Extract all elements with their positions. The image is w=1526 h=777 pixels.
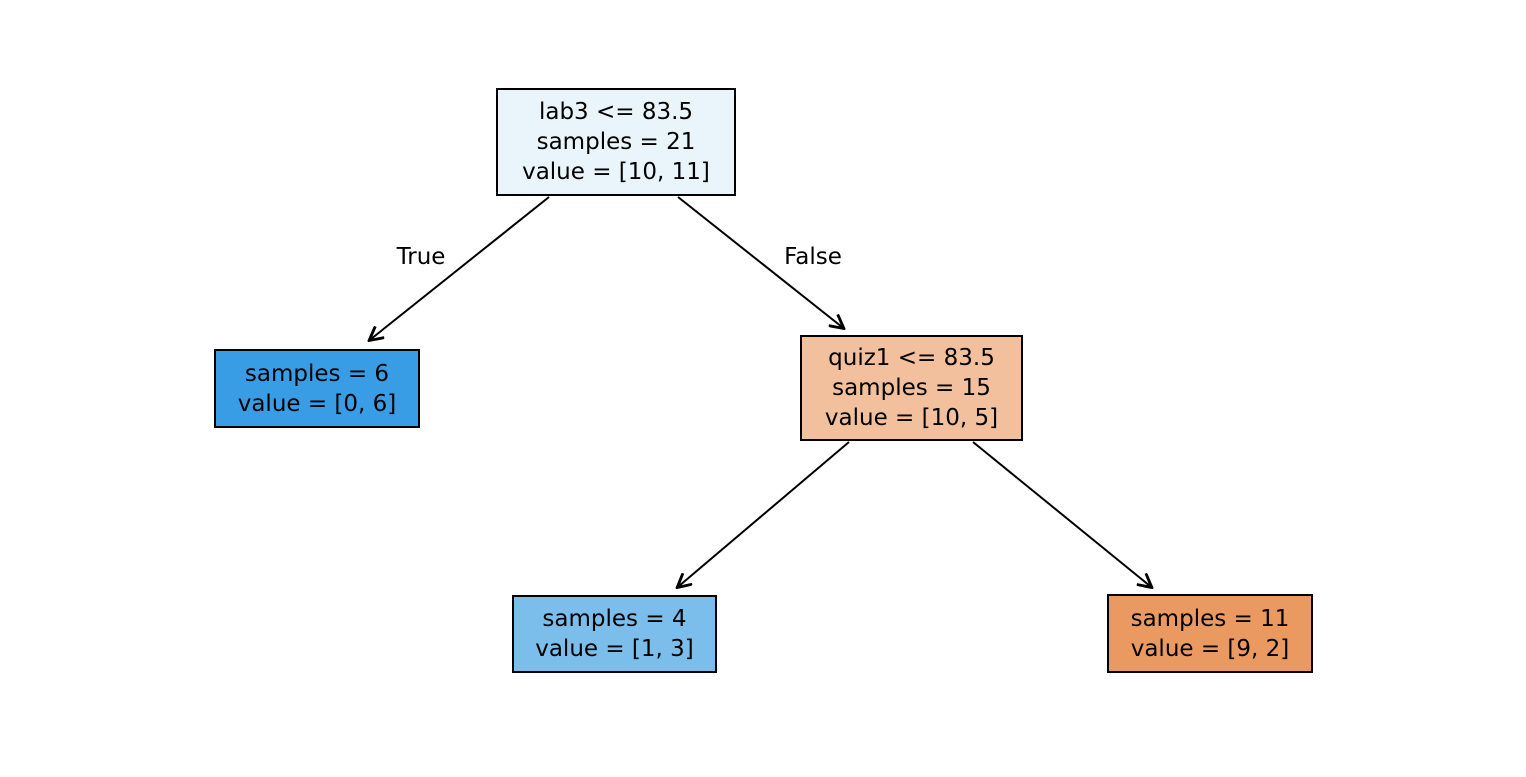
tree-node-left-leaf: samples = 6 value = [0, 6] [214,349,420,428]
node-samples: samples = 6 [244,360,390,387]
tree-node-root: lab3 <= 83.5 samples = 21 value = [10, 1… [496,88,736,196]
node-value: value = [9, 2] [1130,635,1290,662]
edge-right-internal-to-bottom-left-leaf [679,441,850,586]
edge-root-to-right-internal [677,196,842,327]
edge-root-to-left-leaf [371,196,550,339]
node-value: value = [10, 11] [522,159,710,185]
node-samples: samples = 4 [542,606,687,632]
branch-label-true: True [396,244,446,270]
node-samples: samples = 21 [536,129,696,155]
tree-node-bottom-right-leaf: samples = 11 value = [9, 2] [1107,594,1313,673]
node-value: value = [1, 3] [535,636,694,662]
node-split-rule: quiz1 <= 83.5 [828,345,995,371]
tree-node-bottom-left-leaf: samples = 4 value = [1, 3] [512,595,717,673]
node-value: value = [0, 6] [237,390,397,417]
edge-right-internal-to-bottom-right-leaf [972,441,1150,586]
node-split-rule: lab3 <= 83.5 [538,99,694,125]
node-samples: samples = 15 [832,375,991,401]
tree-node-right-internal: quiz1 <= 83.5 samples = 15 value = [10, … [800,335,1023,441]
node-value: value = [10, 5] [824,405,999,431]
branch-label-false: False [784,244,842,270]
node-samples: samples = 11 [1130,605,1290,632]
